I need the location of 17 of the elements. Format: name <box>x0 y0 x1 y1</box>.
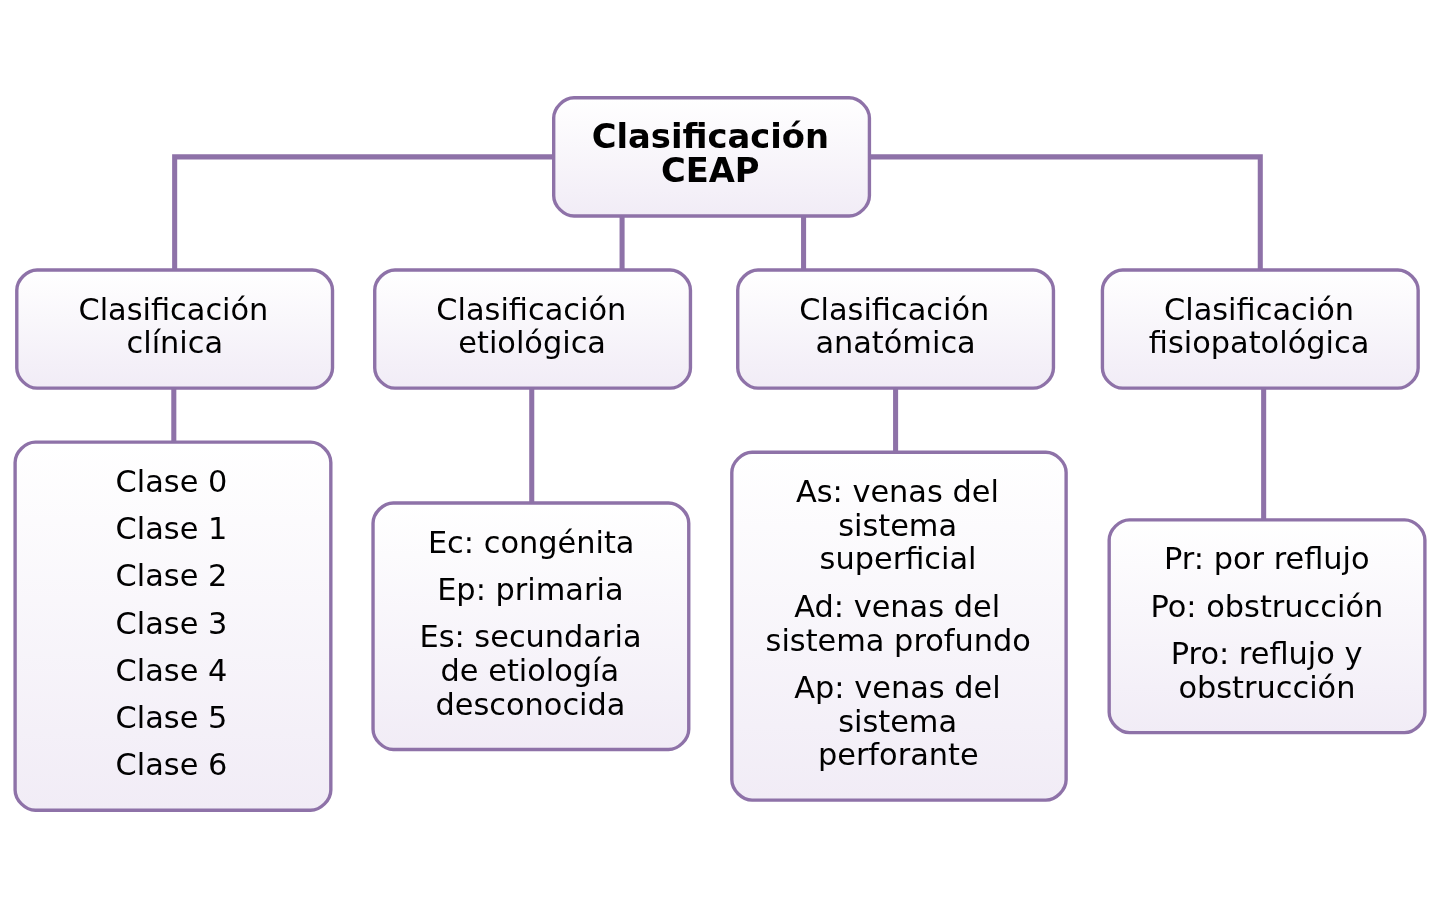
node-box: Clase 0 Clase 1 Clase 2 Clase 3 Clase 4 Clase 5 Clase 6 <box>13 440 333 812</box>
connector <box>171 387 177 442</box>
node-box: Clasificación clínica <box>15 267 335 390</box>
node-box: Clasificación fisiopatológica <box>1100 267 1420 390</box>
connector <box>172 153 554 270</box>
node-box: As: venas del sistema superficial Ad: venas del sistema profundo Ap: venas del sistema perforante <box>730 450 1068 802</box>
node-box: Pr: por reflujo Po: obstrucción Pro: reflujo y obstrucción <box>1107 517 1427 734</box>
connector <box>801 215 807 270</box>
node-box: Clasificación CEAP <box>552 95 872 218</box>
connector <box>893 387 899 452</box>
node-box: Clasificación anatómica <box>736 267 1056 390</box>
node-box: Clasificación etiológica <box>373 267 693 390</box>
connector <box>869 153 1263 270</box>
connector <box>529 387 535 502</box>
connector <box>1261 387 1267 519</box>
node-box: Ec: congénita Ep: primaria Es: secundaria de etiología desconocida <box>371 500 691 751</box>
connector <box>619 215 625 270</box>
